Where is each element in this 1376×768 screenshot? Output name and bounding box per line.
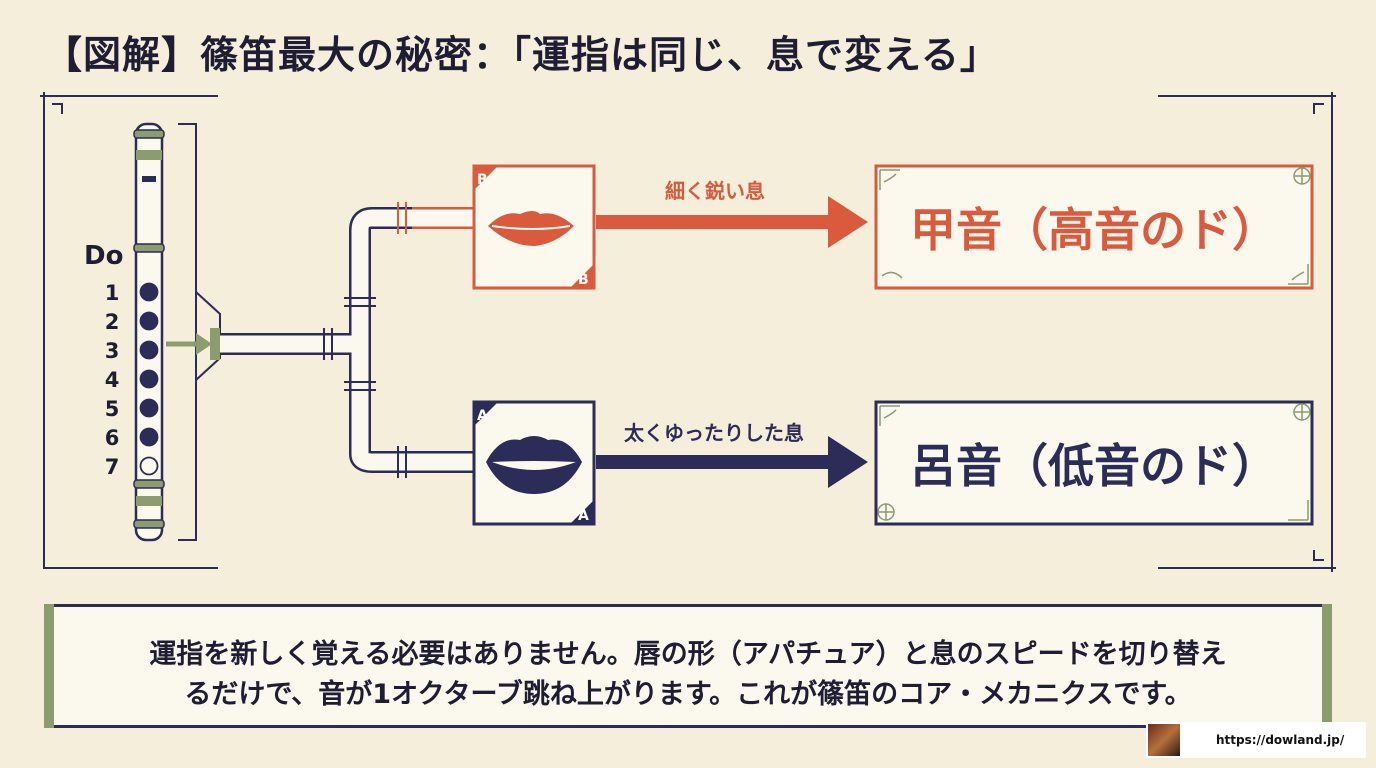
flute-band-end <box>133 519 165 529</box>
upper-corner-top <box>474 166 498 190</box>
low-note-corner-ornaments <box>877 403 1311 521</box>
explanation-text: 運指を新しく覚える必要はありません。唇の形（アパチュア）と息のスピードを切り替え… <box>47 635 1329 715</box>
finger-hole-3 <box>139 340 159 360</box>
flute-body <box>134 122 164 542</box>
lower-corner-top <box>474 402 498 426</box>
lower-breath-label: 太くゆったりした息 <box>624 421 804 445</box>
explanation-line-1: 運指を新しく覚える必要はありません。唇の形（アパチュア）と息のスピードを切り替え <box>149 639 1227 670</box>
upper-branch: B B 細く鋭い息 甲音（高音のド） <box>472 164 1314 290</box>
lower-corner-bottom <box>570 500 594 524</box>
full-lips-icon <box>486 436 582 494</box>
page-title: 【図解】篠笛最大の秘密：「運指は同じ、息で変える」 <box>44 33 999 77</box>
high-note-label: 甲音（高音のド） <box>910 203 1278 257</box>
finger-hole-5 <box>139 398 159 418</box>
source-url[interactable]: https://dowland.jp/ <box>1216 733 1345 747</box>
low-note-label: 呂音（低音のド） <box>910 439 1278 493</box>
upper-marker-bottom: B <box>578 272 589 288</box>
flute-band-bottom <box>133 479 165 489</box>
flute-band-top <box>133 129 165 139</box>
note-label: Do <box>84 241 123 271</box>
hole-number-3: 3 <box>105 339 120 363</box>
finger-holes <box>139 282 159 476</box>
upper-marker-top: B <box>477 172 488 188</box>
note-bar-right <box>1322 604 1332 728</box>
lower-branch: A A 太くゆったりした息 呂音（低音のド） <box>472 400 1314 526</box>
high-note-box <box>874 164 1314 290</box>
finger-hole-6 <box>139 427 159 447</box>
flute-band-middle <box>133 243 165 253</box>
hole-number-5: 5 <box>105 397 120 421</box>
note-bar-left <box>44 604 54 728</box>
thin-lips-icon <box>488 211 574 246</box>
hole-number-1: 1 <box>105 281 120 305</box>
outer-frame <box>40 92 1336 572</box>
upper-corner-bottom <box>570 264 594 288</box>
lower-marker-top: A <box>477 408 488 424</box>
finger-hole-7 <box>139 456 159 476</box>
flute-band-lower <box>136 496 162 506</box>
explanation-box: 運指を新しく覚える必要はありません。唇の形（アパチュア）と息のスピードを切り替え… <box>44 604 1332 728</box>
hole-number-6: 6 <box>105 426 120 450</box>
flute <box>133 122 165 542</box>
low-note-box <box>874 400 1314 526</box>
lower-arrow-head <box>828 436 868 488</box>
source-badge[interactable]: https://dowland.jp/ <box>1146 722 1366 758</box>
upper-breath-label: 細く鋭い息 <box>665 179 765 203</box>
finger-hole-2 <box>139 311 159 331</box>
explanation-line-2: るだけで、音が1オクターブ跳ね上がります。これが篠笛のコア・メカニクスです。 <box>184 679 1192 710</box>
airflow-arrow-head <box>196 333 212 355</box>
finger-hole-1 <box>139 282 159 302</box>
hole-number-7: 7 <box>105 455 120 479</box>
flute-band <box>136 150 162 160</box>
lower-marker-bottom: A <box>578 508 589 524</box>
flute-connector <box>166 291 221 381</box>
connector-collar <box>210 328 220 360</box>
hole-number-4: 4 <box>105 368 120 392</box>
flute-mouth-hole <box>142 176 156 182</box>
finger-hole-4 <box>139 369 159 389</box>
upper-arrow-head <box>828 196 868 248</box>
high-note-corner-ornaments <box>879 167 1311 285</box>
pipe-network <box>220 202 476 478</box>
hole-number-2: 2 <box>105 310 120 334</box>
source-thumbnail <box>1148 724 1180 756</box>
